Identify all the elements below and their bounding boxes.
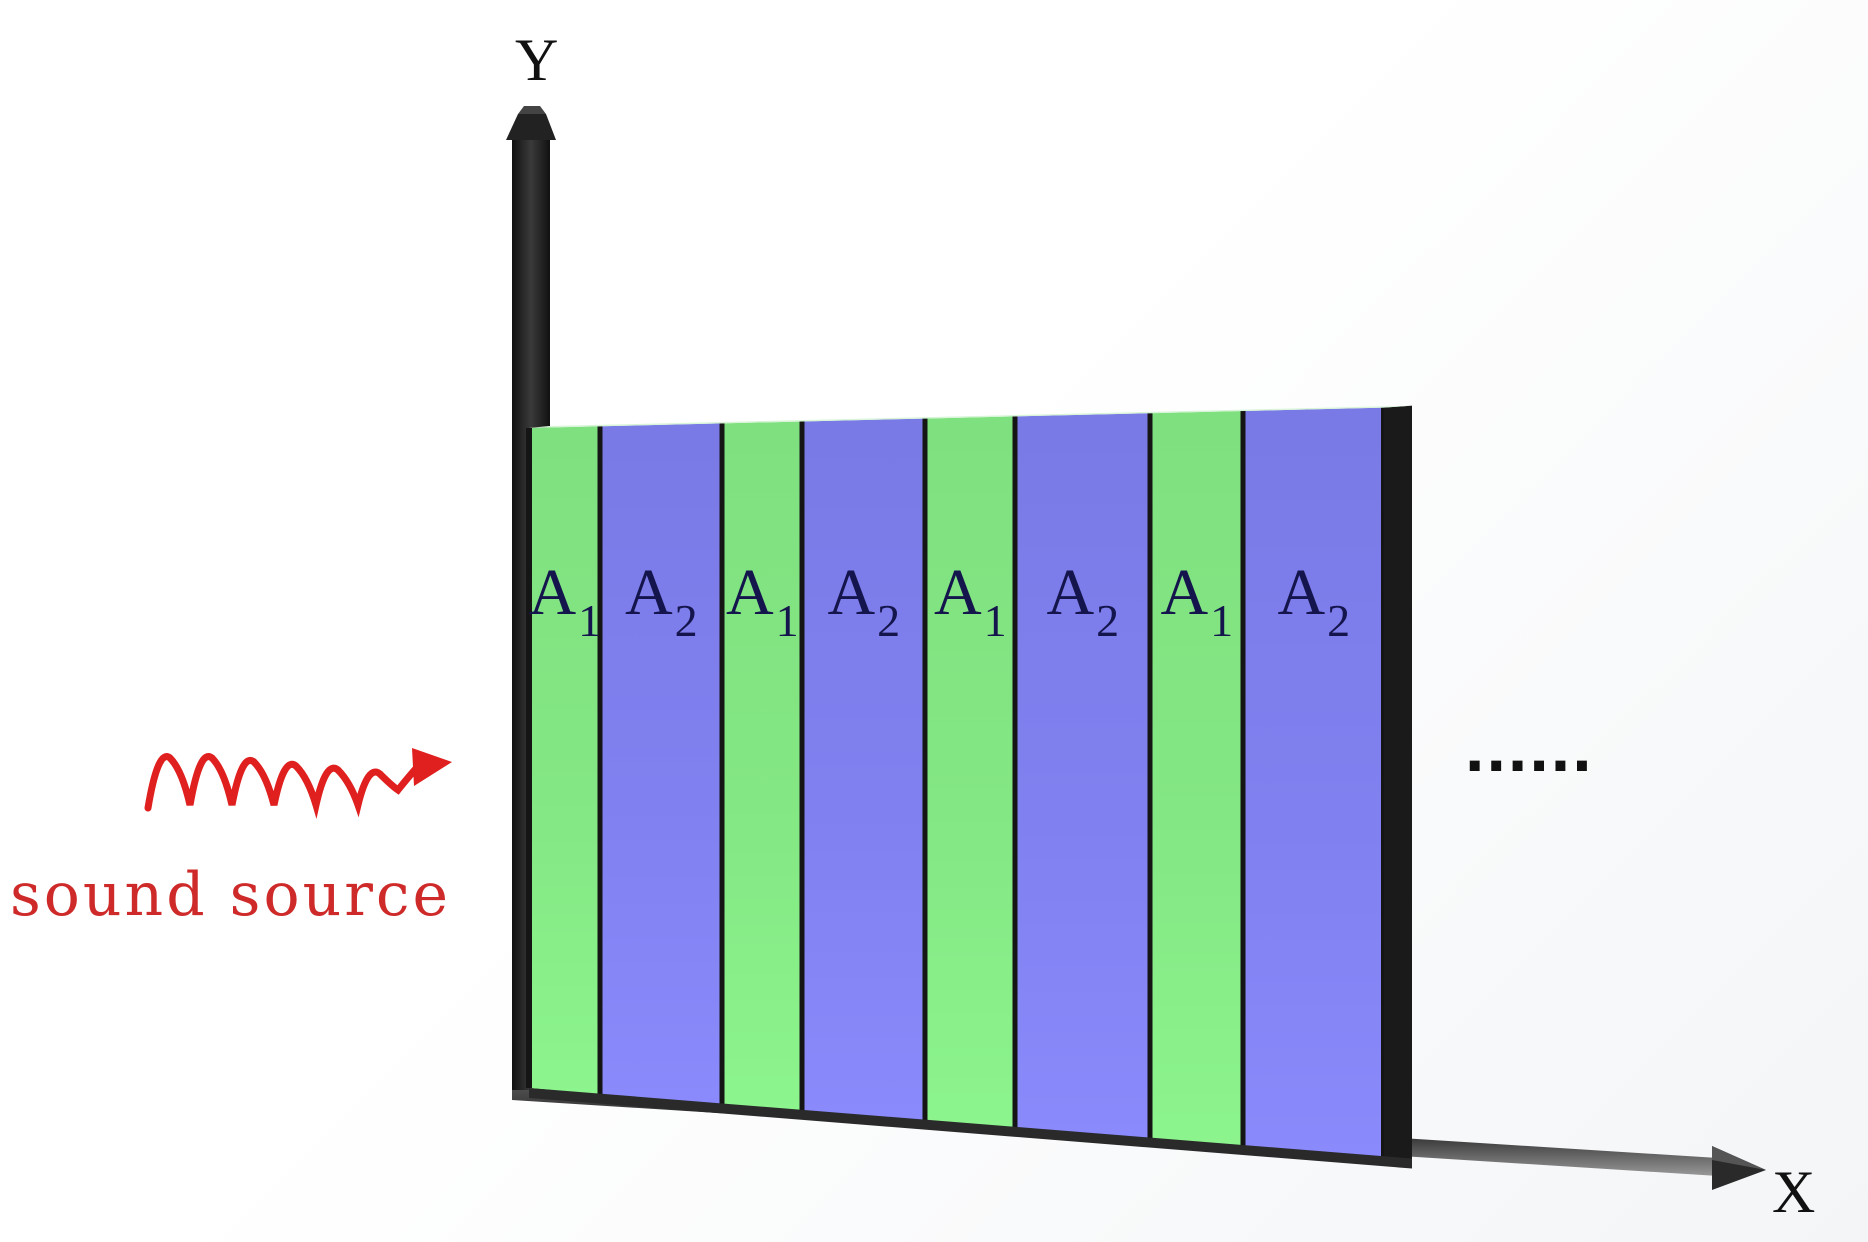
layer-label-index: 2 (1327, 595, 1351, 646)
x-axis-label: X (1772, 1159, 1816, 1225)
layer-label-material: A (827, 556, 876, 629)
continuation-ellipsis: ...... (1465, 708, 1594, 786)
panel-base (529, 1088, 1412, 1169)
layer-8-A2 (1243, 407, 1384, 1165)
layer-1-A1 (529, 426, 600, 1095)
layer-label-3: A1 (726, 556, 799, 644)
layer-label-7: A1 (1160, 556, 1234, 644)
layer-label-index: 2 (877, 595, 901, 646)
layer-3-A1 (722, 421, 802, 1113)
layer-label-5: A1 (934, 556, 1007, 644)
layer-label-index: 1 (1210, 595, 1234, 646)
sound-source-label: sound source (10, 860, 452, 930)
layer-7-A1 (1150, 411, 1243, 1152)
layer-label-index: 1 (578, 595, 602, 646)
layer-label-material: A (528, 556, 577, 629)
layer-label-4: A2 (827, 556, 901, 644)
layer-2-A2 (600, 423, 722, 1106)
panel-top-edge (529, 405, 1412, 428)
layer-panel (526, 405, 1412, 1169)
layer-label-1: A1 (528, 556, 602, 644)
layer-label-2: A2 (625, 556, 698, 644)
layer-label-6: A2 (1046, 556, 1120, 644)
layer-4-A2 (802, 418, 925, 1124)
layer-label-index: 2 (674, 595, 698, 646)
layer-label-material: A (934, 556, 982, 629)
layer-label-material: A (726, 556, 774, 629)
layer-label-material: A (625, 556, 673, 629)
sound-wave-icon (144, 748, 452, 819)
layer-label-material: A (1046, 556, 1095, 629)
y-axis-label: Y (515, 27, 559, 93)
layer-label-8: A2 (1277, 556, 1351, 644)
layer-label-index: 1 (775, 595, 799, 646)
layer-label-index: 1 (983, 595, 1007, 646)
layer-label-material: A (1277, 556, 1326, 629)
layer-label-index: 2 (1096, 595, 1120, 646)
panel-edge (1384, 405, 1412, 1165)
layer-6-A2 (1015, 413, 1150, 1144)
layer-5-A1 (925, 416, 1015, 1132)
layer-label-material: A (1160, 556, 1209, 629)
